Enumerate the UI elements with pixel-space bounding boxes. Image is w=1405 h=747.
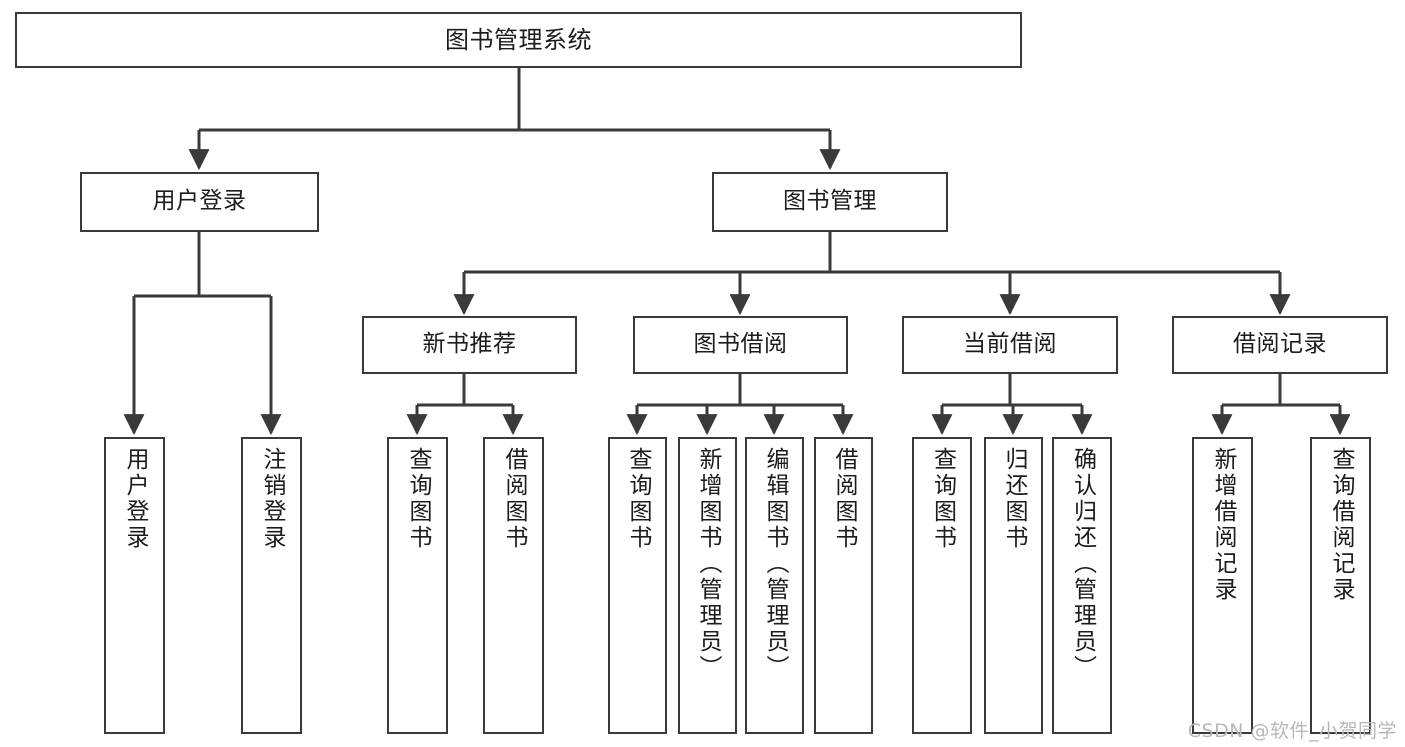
node-root-book-management-system[interactable]: 图书管理系统 [15, 12, 1022, 68]
leaf-current-borrow-confirm-return-admin[interactable]: 确认归还（管理员） [1052, 437, 1112, 734]
node-book-borrowing[interactable]: 图书借阅 [633, 316, 848, 374]
node-label: 用户登录 [122, 447, 148, 551]
leaf-book-borrow-borrow-books[interactable]: 借阅图书 [814, 437, 873, 734]
node-label: 查询图书 [929, 447, 956, 551]
node-label: 确认归还（管理员） [1069, 447, 1096, 681]
node-label: 当前借阅 [963, 331, 1057, 358]
node-new-book-recommendation[interactable]: 新书推荐 [362, 316, 577, 374]
node-label: 查询图书 [405, 447, 431, 551]
leaf-current-borrow-return-books[interactable]: 归还图书 [984, 437, 1043, 734]
node-label: 查询图书 [625, 447, 651, 551]
node-label: 查询借阅记录 [1328, 447, 1354, 603]
node-book-management[interactable]: 图书管理 [712, 172, 948, 232]
node-borrowing-records[interactable]: 借阅记录 [1172, 316, 1388, 374]
node-current-borrowing[interactable]: 当前借阅 [902, 316, 1118, 374]
leaf-user-login-logout[interactable]: 注销登录 [241, 437, 302, 734]
node-label: 图书管理系统 [445, 25, 592, 54]
node-label: 图书管理 [783, 188, 877, 215]
node-label: 用户登录 [152, 188, 247, 215]
leaf-current-borrow-query-books[interactable]: 查询图书 [912, 437, 972, 734]
node-label: 借阅图书 [831, 447, 857, 551]
node-label: 新增借阅记录 [1210, 447, 1236, 603]
leaf-borrow-record-query-record[interactable]: 查询借阅记录 [1310, 437, 1371, 734]
node-label: 归还图书 [1001, 447, 1027, 551]
node-label: 新增图书（管理员） [695, 447, 721, 681]
node-label: 新书推荐 [422, 331, 517, 358]
node-label: 借阅图书 [501, 447, 527, 551]
node-label: 图书借阅 [693, 331, 788, 358]
node-label: 借阅记录 [1233, 331, 1327, 358]
leaf-book-borrow-edit-book-admin[interactable]: 编辑图书（管理员） [745, 437, 804, 734]
watermark-text: CSDN @软件_小贺同学 [1187, 720, 1397, 742]
node-label: 注销登录 [259, 447, 285, 551]
node-label: 编辑图书（管理员） [762, 447, 788, 681]
leaf-user-login-login[interactable]: 用户登录 [104, 437, 165, 734]
leaf-borrow-record-add-record[interactable]: 新增借阅记录 [1192, 437, 1253, 734]
leaf-book-borrow-add-book-admin[interactable]: 新增图书（管理员） [678, 437, 737, 734]
leaf-new-book-query-books[interactable]: 查询图书 [387, 437, 448, 734]
node-user-login[interactable]: 用户登录 [80, 172, 319, 232]
leaf-new-book-borrow-books[interactable]: 借阅图书 [483, 437, 544, 734]
leaf-book-borrow-query-books[interactable]: 查询图书 [608, 437, 667, 734]
